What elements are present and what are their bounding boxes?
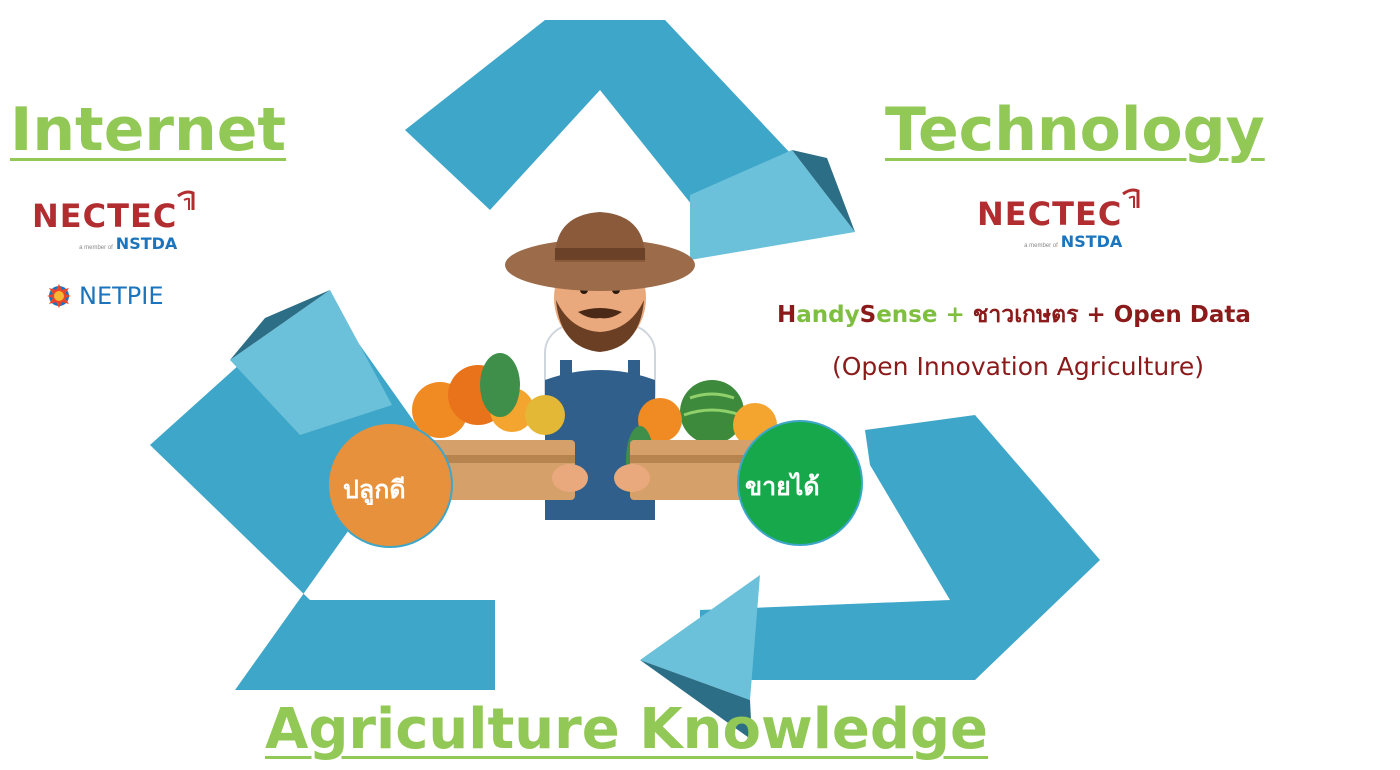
cycle-arrow-top-head — [690, 150, 855, 260]
circle-sell-well — [737, 420, 863, 546]
nectec-mark-icon — [1122, 188, 1140, 208]
caption-handy-h: H — [777, 302, 797, 328]
caption-thai-farmer: ชาวเกษตร — [972, 302, 1079, 328]
circle-label-sell-well: ขายได้ — [745, 472, 820, 501]
caption-open-data: Open Data — [1113, 302, 1251, 328]
nstda-prefix: a member of — [1024, 243, 1058, 249]
cycle-arrow-left — [150, 310, 495, 690]
caption-line-1: HandySense + ชาวเกษตร + Open Data — [777, 302, 1251, 330]
heading-technology: Technology — [885, 95, 1265, 165]
caption-plus-1: + — [937, 302, 973, 328]
nectec-wordmark: NECTEC — [32, 197, 178, 235]
nstda-wordmark: NSTDA — [115, 234, 178, 253]
cycle-arrow-right-fold — [640, 660, 752, 740]
heading-internet: Internet — [10, 95, 287, 165]
circle-label-plant-well: ปลูกดี — [343, 475, 406, 504]
nectec-mark-icon — [177, 190, 195, 210]
netpie-wordmark: NETPIE — [79, 282, 164, 310]
farmer-icon — [410, 212, 790, 520]
caption-handy-ense: ense — [876, 302, 938, 328]
cycle-arrow-right — [700, 415, 1100, 680]
cycle-arrow-top — [405, 20, 792, 230]
nstda-prefix: a member of — [79, 245, 113, 251]
cycle-arrow-left-fold — [230, 290, 330, 360]
caption-plus-2: + — [1078, 302, 1114, 328]
nstda-wordmark: NSTDA — [1060, 232, 1123, 251]
caption-handy-s: S — [859, 302, 877, 328]
heading-agriculture-knowledge: Agriculture Knowledge — [265, 697, 989, 762]
netpie-logo: NETPIE — [45, 282, 164, 310]
cycle-arrow-right-head — [640, 575, 760, 700]
circle-plant-well — [327, 422, 453, 548]
cycle-arrow-top-fold — [792, 150, 855, 232]
cycle-arrow-left-head — [230, 290, 392, 435]
nectec-wordmark: NECTEC — [977, 195, 1123, 233]
caption-handy-andy: andy — [796, 302, 860, 328]
gear-logo-icon — [47, 284, 71, 308]
caption-line-2: (Open Innovation Agriculture) — [832, 352, 1205, 381]
